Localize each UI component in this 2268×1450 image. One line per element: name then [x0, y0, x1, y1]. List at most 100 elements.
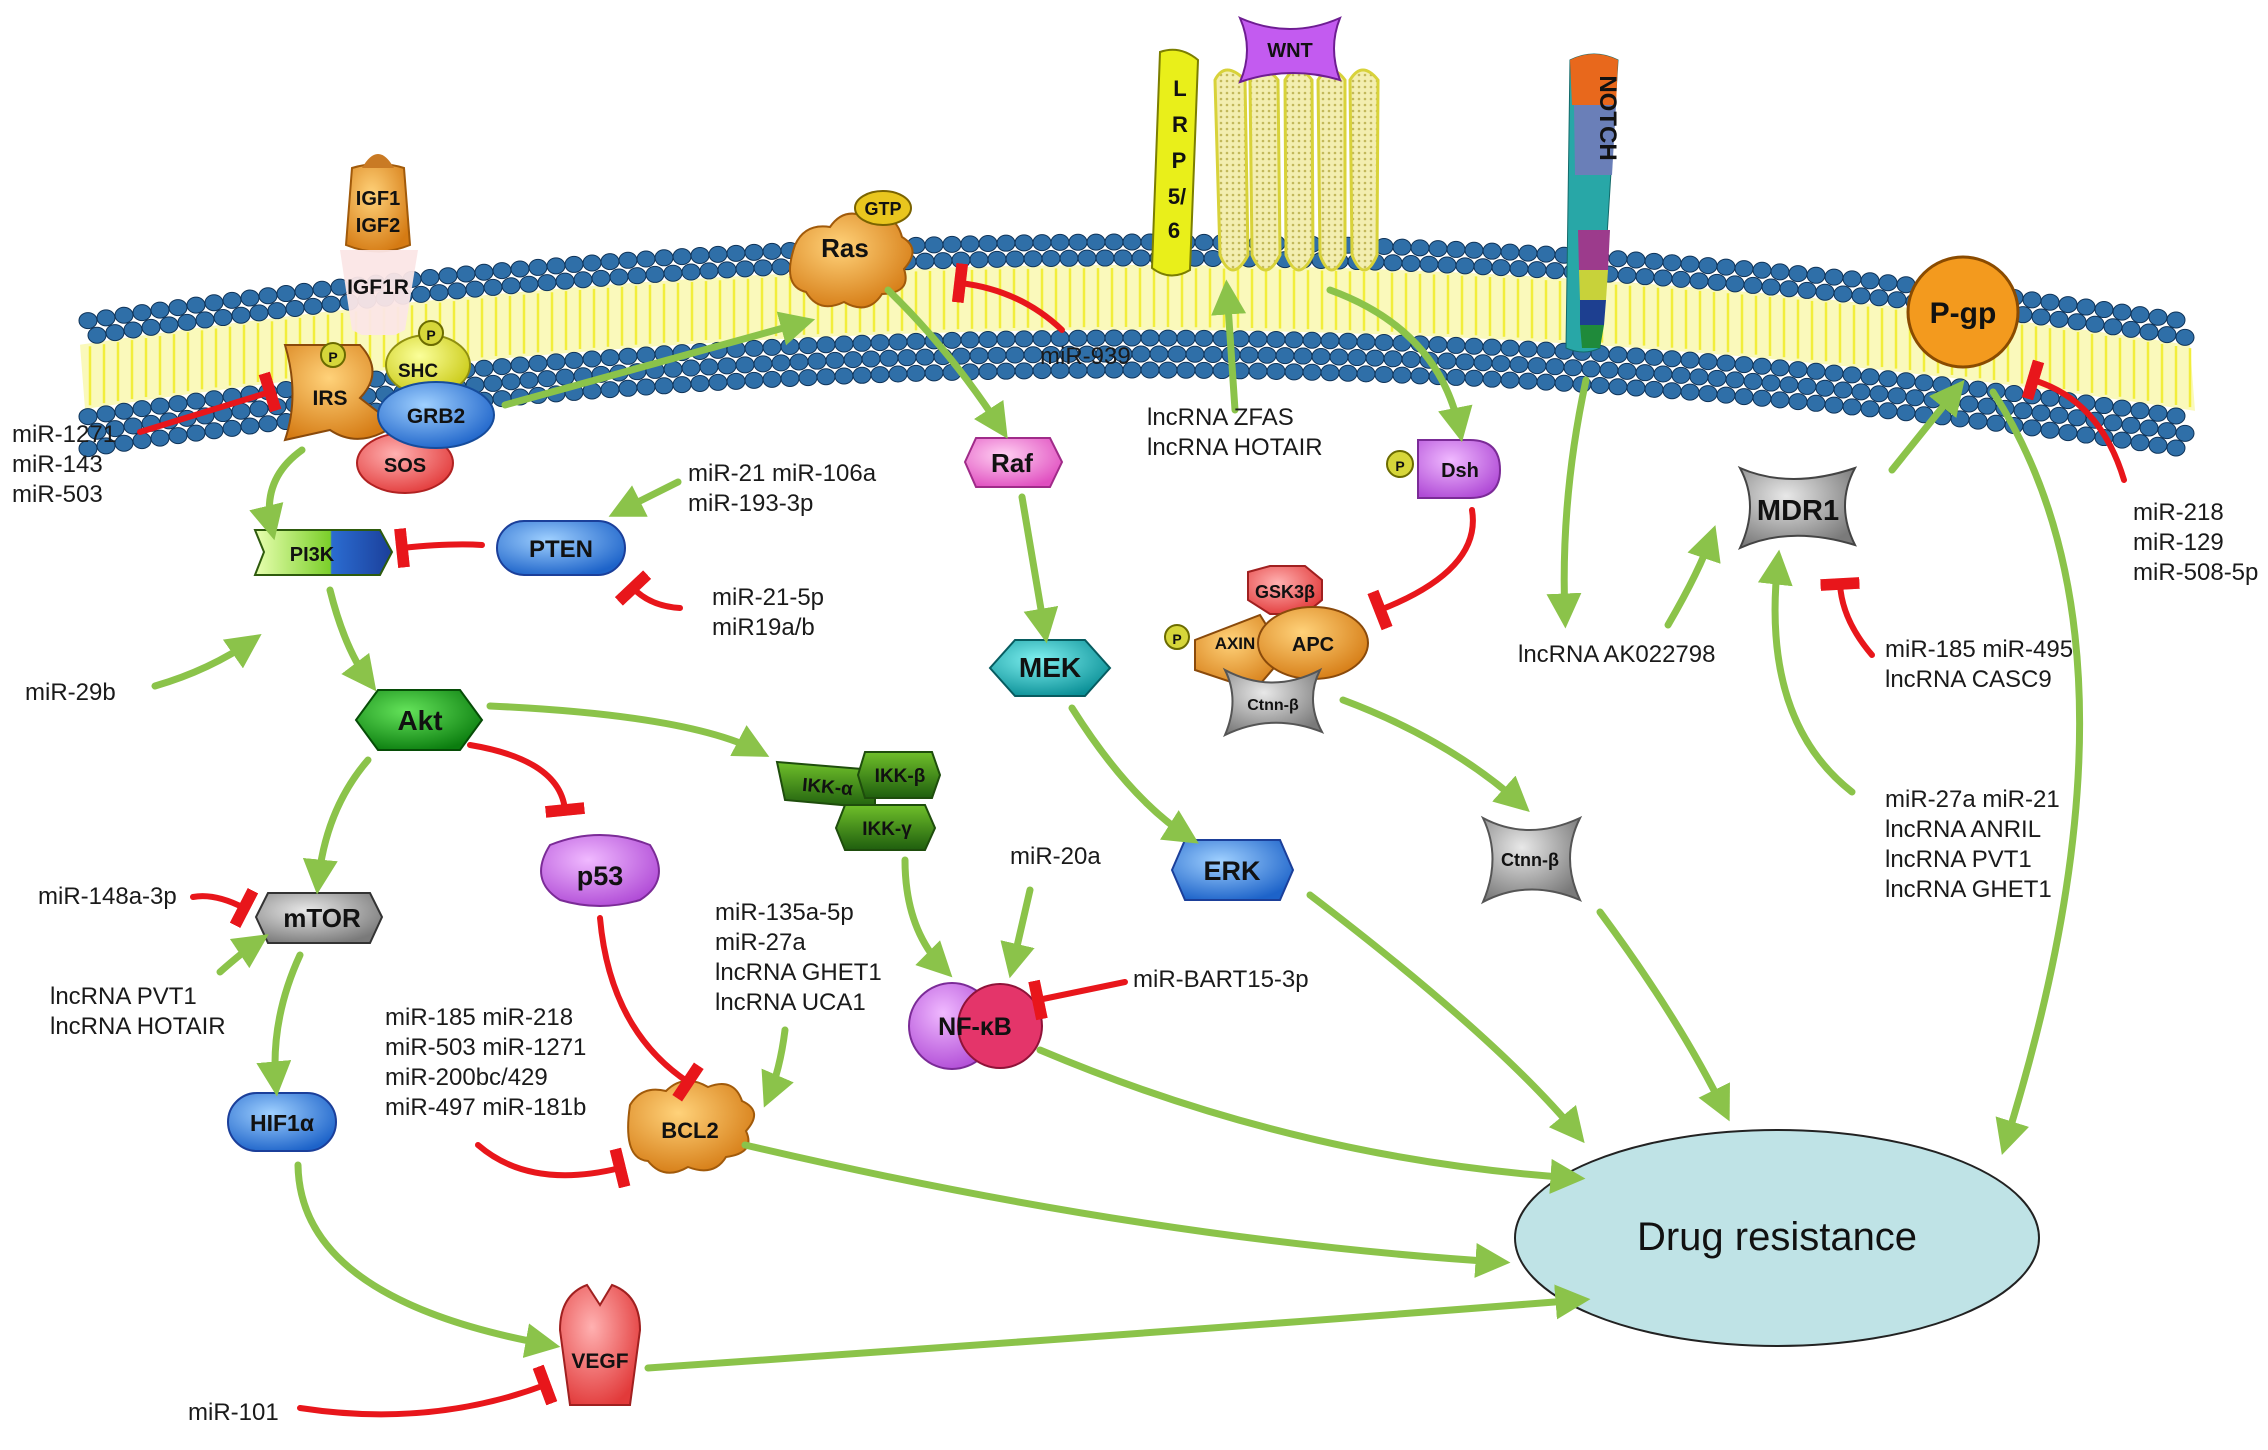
lipid-head [681, 263, 701, 281]
lipid-head [1770, 263, 1790, 281]
lipid-head [1644, 348, 1664, 366]
lipid-head [1482, 370, 1502, 388]
lipid-head [1383, 350, 1403, 368]
lipid-head [1518, 244, 1538, 262]
lipid-head [987, 250, 1007, 268]
lipid-head [1095, 249, 1115, 267]
lipid-head [159, 316, 179, 334]
lipid-head [2130, 306, 2150, 324]
mdr1-inh-line-1: miR-185 miR-495 [1885, 636, 2073, 663]
lipid-head [2013, 402, 2033, 420]
lipid-head [870, 366, 890, 384]
lipid-head [411, 285, 431, 303]
irs-grb2-sos-complex: SOS SHC IRS GRB2 P P [283, 320, 495, 494]
lipid-head [501, 277, 521, 295]
drug-resistance-node: Drug resistance [1514, 1129, 2040, 1347]
lipid-head [1014, 330, 1034, 348]
lipid-head [771, 354, 791, 372]
lipid-head [1203, 345, 1223, 363]
lipid-head [1761, 374, 1781, 392]
mtor-act-line-1: lncRNA PVT1 [50, 983, 197, 1010]
lipid-head [681, 359, 701, 377]
lipid-head [2130, 402, 2150, 420]
lipid-head [105, 324, 125, 342]
lipid-head [1419, 255, 1439, 273]
lipid-head [546, 257, 566, 275]
lipid-head [501, 373, 521, 391]
pten-inh-line-2: miR19a/b [712, 614, 815, 641]
ctnnb-free-node: Ctnn-β [1480, 815, 1583, 905]
lipid-head [627, 267, 647, 285]
lipid-head [915, 348, 935, 366]
lipid-head [186, 424, 206, 442]
lipid-head [546, 353, 566, 371]
bcl2-node: BCL2 [627, 1080, 755, 1174]
lipid-head [951, 251, 971, 269]
lipid-head [2022, 419, 2042, 437]
lipid-head [672, 248, 692, 266]
lipid-head [96, 309, 116, 327]
lipid-head [1473, 258, 1493, 276]
pi3k-node: PI3K [253, 529, 394, 576]
lipid-head [285, 299, 305, 317]
edge-lrp-act [1211, 279, 1247, 414]
lipid-head [663, 264, 683, 282]
edge-grb2-to-ras [501, 311, 816, 409]
lrp-act-line-1: lncRNA ZFAS [1147, 404, 1294, 431]
lipid-head [1932, 376, 1952, 394]
lipid-head [1545, 358, 1565, 376]
lipid-head [96, 405, 116, 423]
frizzled-receptor [1213, 68, 1380, 272]
lipid-head [1977, 397, 1997, 415]
igf1-label: IGF1 [356, 188, 400, 210]
lipid-head [1374, 365, 1394, 383]
lipid-head [1617, 362, 1637, 380]
lipid-head [168, 427, 188, 445]
lipid-head [2139, 323, 2159, 341]
lipid-head [2112, 399, 2132, 417]
lipid-head [528, 354, 548, 372]
lipid-head [780, 369, 800, 387]
lipid-head [1662, 350, 1682, 368]
lipid-head [123, 321, 143, 339]
lipid-head [1734, 260, 1754, 278]
lipid-head [114, 402, 134, 420]
edge-akt-to-mtor [302, 756, 372, 895]
lipid-head [492, 262, 512, 280]
lipid-head [1356, 365, 1376, 383]
edge-complex-to-ctnnb [1339, 696, 1530, 813]
edge-akt-to-p53-inh [467, 742, 585, 818]
lipid-head [1167, 345, 1187, 363]
lipid-head [1626, 251, 1646, 269]
lipid-head [150, 429, 170, 447]
lipid-head [1464, 337, 1484, 355]
lipid-head [2148, 436, 2168, 454]
lipid-head [1374, 333, 1394, 351]
lipid-head [906, 332, 926, 350]
edge-mtor-to-hif1a [256, 951, 304, 1097]
ras-label: Ras [821, 233, 869, 263]
lipid-head [1914, 374, 1934, 392]
lipid-head [987, 346, 1007, 364]
lipid-head [1509, 260, 1529, 278]
lipid-head [2076, 426, 2096, 444]
lipid-head [1653, 365, 1673, 383]
lipid-head [1509, 356, 1529, 374]
pten-node: PTEN [496, 520, 626, 576]
erk-node: ERK [1170, 839, 1295, 901]
lipid-head [1743, 276, 1763, 294]
lipid-head [1635, 364, 1655, 382]
lipid-head [2103, 414, 2123, 432]
lipid-head [1824, 364, 1844, 382]
igf2-label: IGF2 [356, 215, 400, 237]
lipid-head [2103, 318, 2123, 336]
lipid-head [1320, 332, 1340, 350]
lipid-head [2022, 291, 2042, 309]
lipid-head [1122, 233, 1142, 251]
lipid-head [744, 243, 764, 261]
lipid-head [969, 251, 989, 269]
lipid-head [708, 245, 728, 263]
pten-act-line-1: miR-21 miR-106a [688, 460, 877, 487]
edge-vegf-to-drug [644, 1284, 1591, 1372]
lipid-head [1428, 240, 1448, 258]
